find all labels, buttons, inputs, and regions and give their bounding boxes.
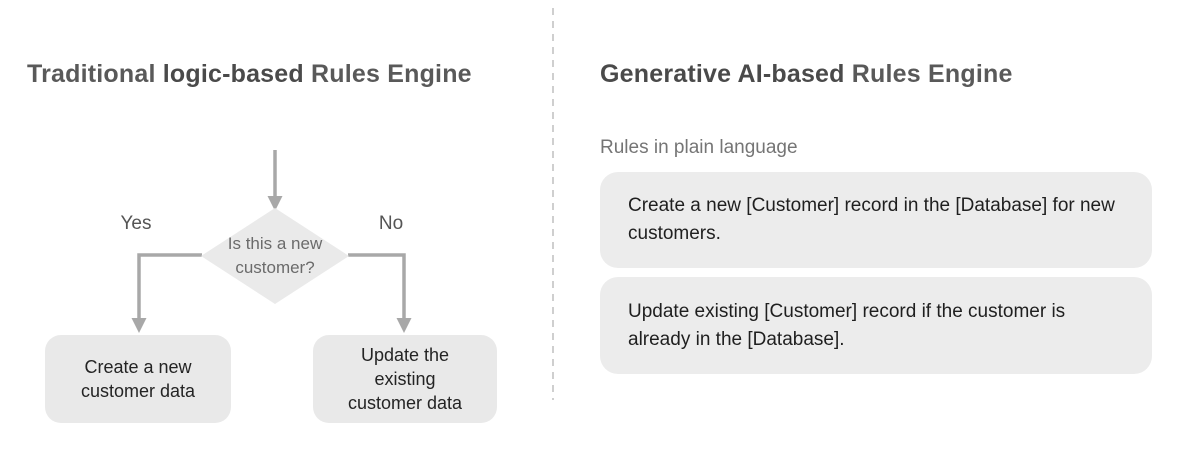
right-title-suffix: Rules Engine [844, 60, 1013, 88]
update-customer-box-text: Update the existing customer data [347, 345, 463, 413]
yes-branch-label: Yes [120, 213, 152, 234]
decision-diamond: Is this a new customer? [201, 208, 349, 304]
rules-subtitle: Rules in plain language [600, 137, 798, 158]
panel-divider [552, 8, 554, 400]
arrow-yes-line [137, 253, 202, 318]
no-branch-label: No [378, 213, 404, 234]
create-customer-box-text: Create a new customer data [80, 357, 196, 401]
left-title-prefix: Traditional [27, 60, 163, 88]
left-title-emphasis: logic-based [162, 60, 304, 88]
right-title-emphasis: Generative AI-based [600, 60, 845, 88]
left-title-suffix: Rules Engine [303, 60, 472, 88]
decision-text: Is this a new customer? [227, 234, 323, 277]
rule-card-update-text: Update existing [Customer] record if the… [628, 300, 1066, 350]
update-customer-box: Update the existing customer data [313, 335, 497, 423]
arrow-no-head [396, 318, 412, 333]
arrow-no-line [348, 253, 406, 318]
arrow-yes-head [131, 318, 147, 333]
rule-card-update: Update existing [Customer] record if the… [600, 277, 1152, 374]
rule-card-create-text: Create a new [Customer] record in the [D… [628, 195, 1115, 244]
create-customer-box: Create a new customer data [45, 335, 231, 423]
left-panel-title: Traditional logic-based Rules Engine [27, 60, 472, 89]
right-panel-title: Generative AI-based Rules Engine [600, 60, 1013, 89]
rule-card-create: Create a new [Customer] record in the [D… [600, 172, 1152, 268]
